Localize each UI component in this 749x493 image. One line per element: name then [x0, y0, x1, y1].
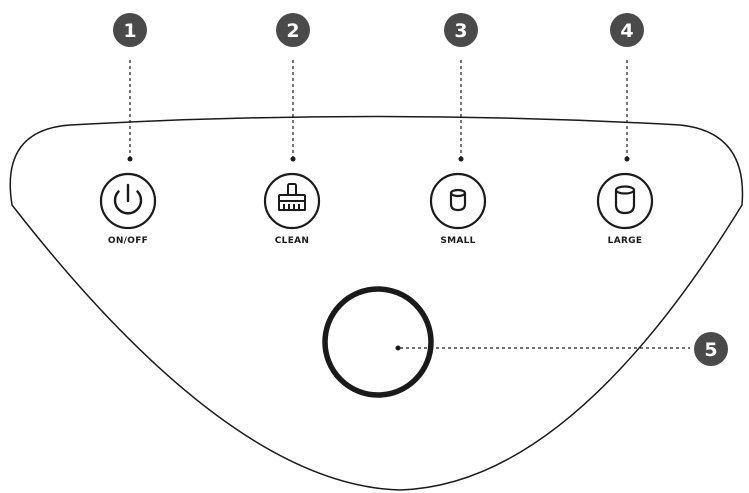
leader-dot-5	[396, 346, 401, 351]
callout-5: 5	[694, 332, 728, 366]
leader-dot-3	[459, 157, 464, 162]
control-panel-outline	[10, 117, 742, 491]
leader-dot-4	[625, 157, 630, 162]
clean-label: CLEAN	[275, 236, 310, 246]
large-button[interactable]	[598, 174, 652, 228]
on-off-label: ON/OFF	[108, 236, 148, 246]
small-button[interactable]	[431, 174, 485, 228]
svg-text:5: 5	[704, 339, 717, 361]
callout-4: 4	[610, 13, 644, 47]
svg-text:3: 3	[454, 20, 467, 42]
svg-text:2: 2	[286, 20, 299, 42]
callout-1: 1	[113, 13, 147, 47]
clean-button[interactable]	[265, 174, 319, 228]
leader-dot-1	[128, 157, 133, 162]
small-label: SMALL	[440, 236, 475, 246]
svg-text:4: 4	[620, 20, 633, 42]
large-label: LARGE	[608, 236, 643, 246]
svg-text:1: 1	[123, 20, 136, 42]
callout-2: 2	[276, 13, 310, 47]
main-ring-button[interactable]	[325, 289, 431, 395]
on-off-button[interactable]	[101, 174, 155, 228]
leader-dot-2	[291, 157, 296, 162]
callout-3: 3	[444, 13, 478, 47]
